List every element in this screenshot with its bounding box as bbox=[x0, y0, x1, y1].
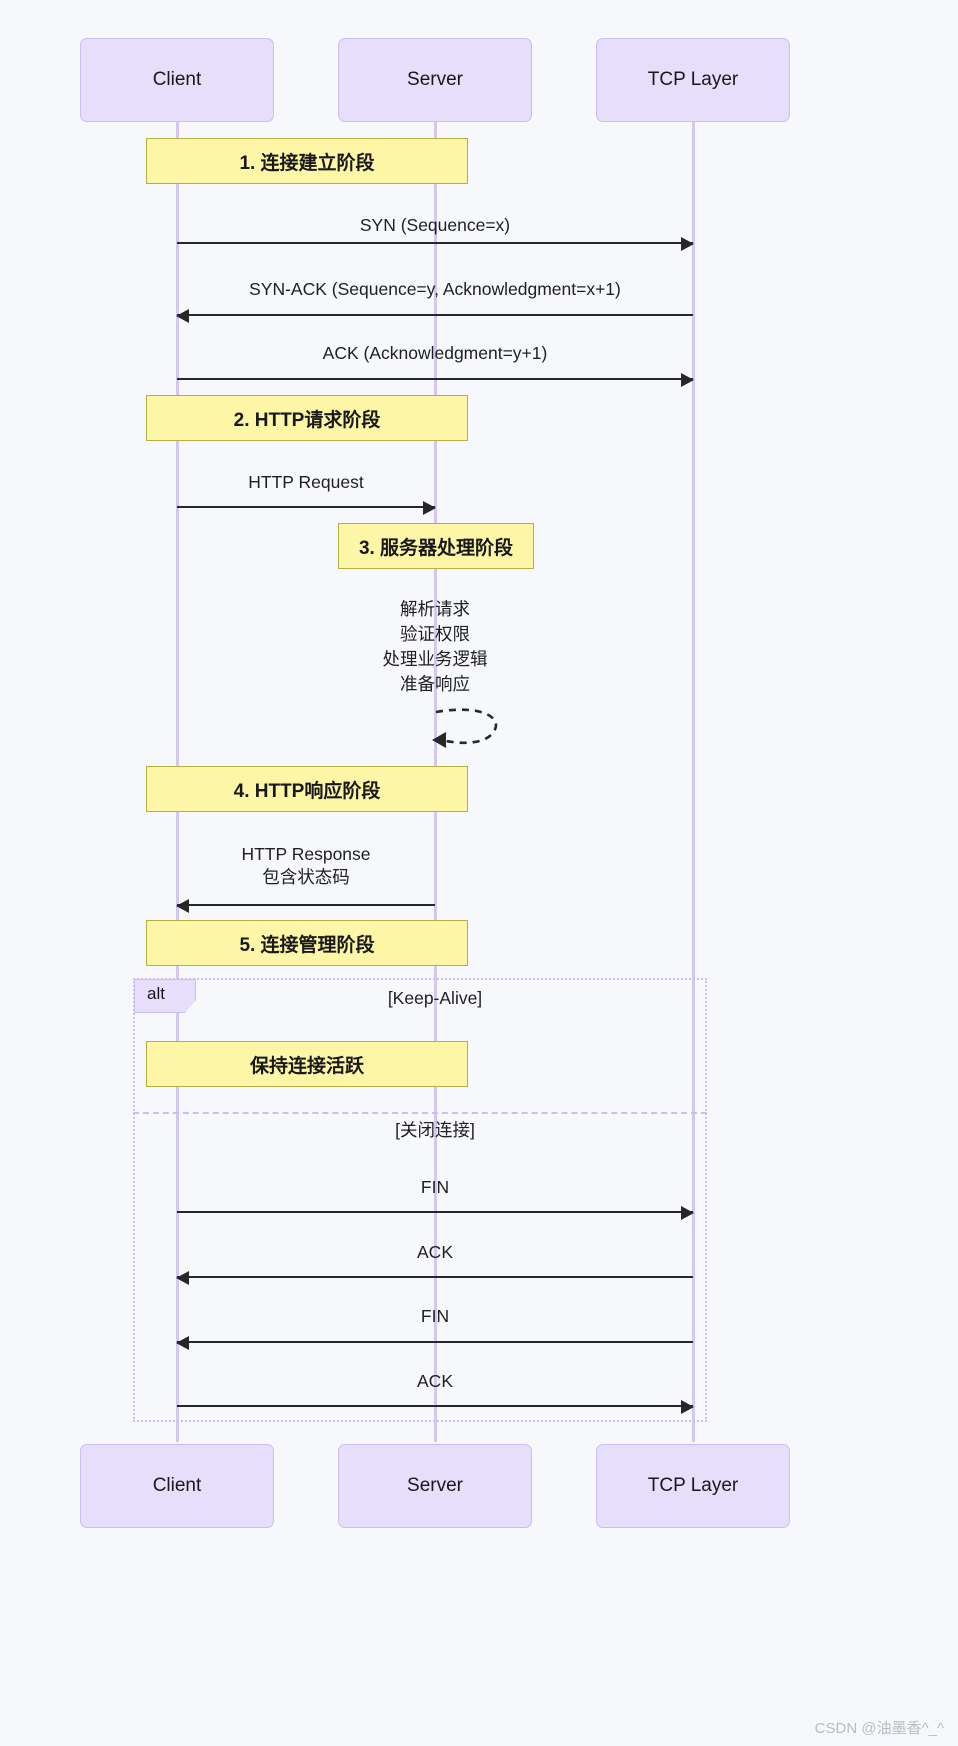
message-arrow-http-response bbox=[176, 899, 435, 913]
note-phase-2-label: 2. HTTP请求阶段 bbox=[233, 409, 381, 431]
participant-tcp-header[interactable]: TCP Layer bbox=[596, 38, 790, 122]
message-label-syn-ack: SYN-ACK (Sequence=y, Acknowledgment=x+1) bbox=[249, 279, 621, 299]
note-keep-alive-label: 保持连接活跃 bbox=[249, 1055, 364, 1077]
participant-tcp-footer-label: TCP Layer bbox=[647, 1475, 739, 1496]
participant-server-footer[interactable]: Server bbox=[338, 1444, 532, 1528]
note-phase-4: 4. HTTP响应阶段 bbox=[146, 766, 468, 812]
participant-client-footer[interactable]: Client bbox=[80, 1444, 274, 1528]
arrowhead-right-icon bbox=[681, 237, 694, 251]
message-label-http-response: HTTP Response 包含状态码 bbox=[241, 843, 370, 889]
message-arrow-http-request bbox=[177, 501, 436, 515]
alt-condition-close: [关闭连接] bbox=[395, 1120, 475, 1140]
message-label-http-request: HTTP Request bbox=[248, 472, 364, 492]
participant-server-header[interactable]: Server bbox=[338, 38, 532, 122]
self-message-line-2: 验证权限 bbox=[400, 623, 470, 644]
self-message-text: 解析请求 验证权限 处理业务逻辑 准备响应 bbox=[383, 597, 488, 696]
participant-server-footer-label: Server bbox=[407, 1475, 463, 1496]
note-keep-alive: 保持连接活跃 bbox=[146, 1041, 468, 1087]
message-arrow-syn-ack bbox=[176, 309, 693, 323]
message-label-syn: SYN (Sequence=x) bbox=[359, 215, 511, 235]
alt-condition-keep-alive: [Keep-Alive] bbox=[387, 988, 483, 1008]
note-phase-1: 1. 连接建立阶段 bbox=[146, 138, 468, 184]
note-phase-1-label: 1. 连接建立阶段 bbox=[239, 152, 375, 174]
alt-block-divider bbox=[133, 1112, 707, 1114]
arrowhead-left-icon bbox=[176, 1271, 189, 1285]
message-arrow-syn bbox=[177, 237, 694, 251]
arrowhead-right-icon bbox=[681, 1400, 694, 1414]
arrowhead-left-icon bbox=[176, 1336, 189, 1350]
message-arrow-ack-1 bbox=[177, 373, 694, 387]
self-loop-arrow bbox=[432, 708, 498, 748]
message-arrow-fin-1 bbox=[177, 1206, 694, 1220]
arrowhead-left-icon bbox=[176, 309, 189, 323]
message-label-http-response-line1: HTTP Response bbox=[241, 844, 371, 864]
arrowhead-left-icon bbox=[176, 899, 189, 913]
participant-client-header-label: Client bbox=[152, 69, 202, 90]
alt-block bbox=[133, 978, 707, 1422]
message-arrow-ack-3 bbox=[177, 1400, 694, 1414]
participant-tcp-header-label: TCP Layer bbox=[647, 69, 739, 90]
arrowhead-right-icon bbox=[681, 1206, 694, 1220]
note-phase-5: 5. 连接管理阶段 bbox=[146, 920, 468, 966]
arrowhead-right-icon bbox=[681, 373, 694, 387]
message-label-fin-2: FIN bbox=[420, 1306, 450, 1326]
self-message-line-1: 解析请求 bbox=[400, 599, 470, 619]
note-phase-5-label: 5. 连接管理阶段 bbox=[239, 934, 375, 956]
participant-tcp-footer[interactable]: TCP Layer bbox=[596, 1444, 790, 1528]
participant-client-footer-label: Client bbox=[152, 1475, 202, 1496]
alt-block-tag: alt bbox=[134, 979, 196, 1013]
message-label-http-response-line2: 包含状态码 bbox=[262, 867, 350, 888]
message-label-ack-3: ACK bbox=[417, 1371, 453, 1391]
note-phase-3: 3. 服务器处理阶段 bbox=[338, 523, 534, 569]
self-message-line-3: 处理业务逻辑 bbox=[382, 648, 488, 669]
message-label-ack-2: ACK bbox=[417, 1242, 453, 1262]
message-label-ack-1: ACK (Acknowledgment=y+1) bbox=[322, 343, 548, 363]
self-message-line-4: 准备响应 bbox=[400, 673, 470, 694]
alt-block-tag-label: alt bbox=[147, 984, 165, 1003]
lifeline-tcp bbox=[691, 122, 695, 1442]
participant-client-header[interactable]: Client bbox=[80, 38, 274, 122]
watermark: CSDN @油墨香^_^ bbox=[814, 1720, 944, 1737]
note-phase-3-label: 3. 服务器处理阶段 bbox=[358, 537, 514, 559]
message-label-fin-1: FIN bbox=[420, 1177, 450, 1197]
message-arrow-ack-2 bbox=[176, 1271, 693, 1285]
participant-server-header-label: Server bbox=[407, 69, 463, 90]
note-phase-4-label: 4. HTTP响应阶段 bbox=[233, 780, 381, 802]
note-phase-2: 2. HTTP请求阶段 bbox=[146, 395, 468, 441]
message-arrow-fin-2 bbox=[176, 1336, 693, 1350]
arrowhead-right-icon bbox=[423, 501, 436, 515]
